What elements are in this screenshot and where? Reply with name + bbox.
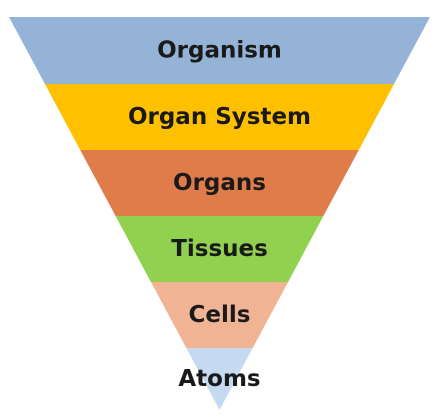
layer-tissues-band xyxy=(115,216,324,282)
layer-tissues-label: Tissues xyxy=(171,236,268,262)
layer-organs-band xyxy=(80,150,359,216)
layer-atoms-label: Atoms xyxy=(178,366,260,392)
layer-cells-band xyxy=(150,282,289,348)
layer-organ-system-band xyxy=(44,84,395,150)
layer-organism-band xyxy=(9,17,430,84)
layer-organ-system-label: Organ System xyxy=(128,104,311,130)
layer-atoms-band xyxy=(186,348,253,410)
layer-organism-label: Organism xyxy=(157,38,282,64)
layer-cells-label: Cells xyxy=(189,302,251,328)
layer-organs-label: Organs xyxy=(173,170,266,196)
